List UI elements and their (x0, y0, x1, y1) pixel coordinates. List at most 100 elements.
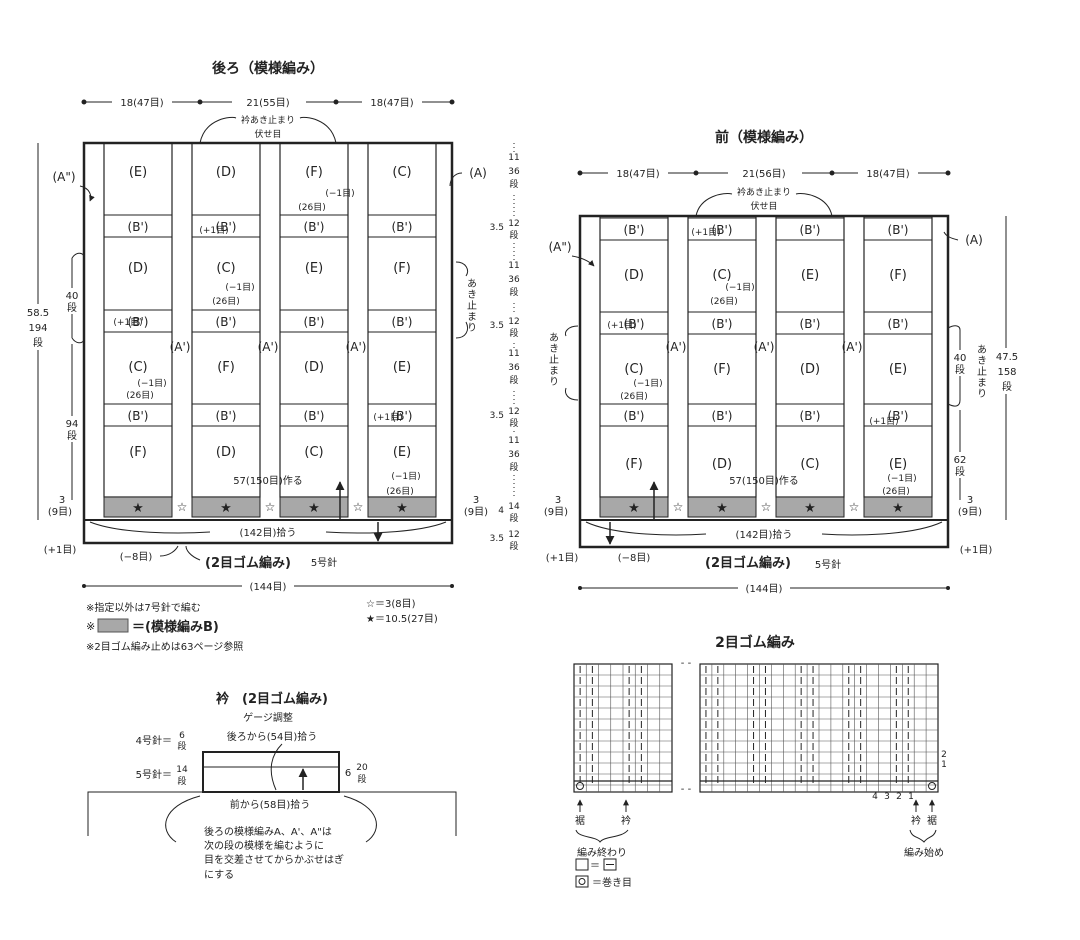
front-shaping-note: (26目) (710, 296, 737, 307)
back-shaping-note: (26目) (386, 486, 413, 497)
collar-note-4: にする (204, 869, 234, 881)
back-pattern-label: (D) (216, 165, 236, 180)
front-b-label: (B') (888, 317, 909, 331)
front-pattern-label: (D) (624, 268, 644, 283)
front-shaping-note: (+1目) (691, 227, 720, 238)
scale-unit: 段 (509, 461, 518, 473)
front-b-label: (B') (712, 409, 733, 423)
back-rib-band (83, 519, 453, 544)
rib-collar-left: 衿 (621, 814, 631, 827)
front-black-star: ★ (628, 501, 640, 516)
front-shaping-note: (−1目) (887, 473, 916, 484)
front-pattern-label: (C) (800, 457, 819, 472)
back-side-left-label: (A") (52, 170, 75, 184)
rib-end-label: 編み終わり (577, 846, 627, 859)
collar-back-pickup: 後ろから(54目)拾う (227, 730, 318, 743)
front-b-label: (B') (800, 223, 821, 237)
scale-unit: 段 (509, 417, 518, 429)
front-column-1 (599, 215, 669, 498)
back-left-94: 94 (66, 419, 79, 430)
collar-needle5: 5号針＝ (136, 768, 172, 781)
note-shade-suffix: ＝(模様編みB) (132, 619, 219, 635)
back-pattern-label: (E) (393, 445, 411, 460)
front-side-right-label: (A) (965, 233, 983, 247)
front-title: 前（模様編み） (715, 129, 813, 146)
front-plus1-right: (+1目) (960, 545, 993, 556)
front-white-star: ☆ (673, 500, 684, 514)
front-pickup: (142目)拾う (736, 528, 793, 541)
front-b-label: (B') (888, 409, 909, 423)
back-left-40: 40 (66, 291, 79, 302)
scale-rows: 36 (508, 450, 520, 460)
scale-cm: 11 (508, 153, 519, 163)
front-black-star: ★ (716, 501, 728, 516)
note-star-white: ☆＝3(8目) (366, 599, 416, 610)
collar-front-pickup: 前から(58目)拾う (230, 798, 311, 811)
front-pattern-label: (E) (801, 268, 819, 283)
rib-col-1: 1 (908, 792, 914, 802)
scale-unit: 段 (509, 327, 518, 339)
svg-text:- -: - - (681, 658, 692, 669)
back-akidomari: あき止まり (465, 278, 477, 333)
scale-rows: 12 (508, 317, 519, 327)
front-b-label: (B') (800, 317, 821, 331)
front-b-label: (B') (624, 223, 645, 237)
back-left-3: 3 (59, 495, 65, 506)
back-side-right-label: (A) (469, 166, 487, 180)
rib-col-3: 3 (884, 792, 890, 802)
scale-unit: 段 (509, 229, 518, 241)
front-b-label: (B') (624, 317, 645, 331)
front-shaping-note: (26目) (620, 391, 647, 402)
back-b-label: (B') (304, 220, 325, 234)
back-b-label: (B') (392, 315, 413, 329)
back-black-star: ★ (132, 501, 144, 516)
front-a1-label-2: (A') (754, 340, 775, 354)
back-shaping-note: (−1目) (325, 188, 354, 199)
back-shaping-note: (+1目) (113, 317, 142, 328)
front-b-label: (B') (888, 223, 909, 237)
back-shaping-note: (−1目) (137, 378, 166, 389)
back-pattern-label: (F) (129, 445, 147, 460)
front-top-dim-center: 21(56目) (742, 169, 785, 180)
front-total-height-cm: 47.5 (996, 352, 1018, 363)
front-cast-on: 57(150目)作る (729, 475, 799, 487)
note-bindoff: ※2目ゴム編み止めは63ページ参照 (86, 640, 243, 653)
scale-unit: 段 (509, 540, 518, 552)
back-neck-note-1: 衿あき止まり (241, 114, 295, 126)
front-plus1-left: (+1目) (546, 553, 579, 564)
back-shaping-note: (26目) (212, 296, 239, 307)
back-pattern-label: (E) (305, 261, 323, 276)
rib-collar-right: 衿 (911, 814, 921, 827)
front-rib-label: (2目ゴム編み) (705, 555, 791, 571)
back-a1-label-2: (A') (258, 340, 279, 354)
rib-row-2: 2 (941, 750, 947, 760)
back-a1-label-1: (A') (170, 340, 191, 354)
front-shaping-note: (−1目) (725, 282, 754, 293)
back-left-94-unit: 段 (67, 429, 77, 442)
back-shaping-note: (+1目) (199, 225, 228, 236)
back-needle5: 5号針 (311, 556, 337, 569)
scale-rows: 12 (508, 530, 519, 540)
back-shaping-note: (+1目) (373, 412, 402, 423)
rib-hem-left: 裾 (575, 814, 585, 827)
collar-height-rows: 20 (356, 763, 368, 773)
back-b-label: (B') (304, 409, 325, 423)
front-total-height-rows: 158 (997, 367, 1016, 378)
front-pattern-label: (E) (889, 457, 907, 472)
front-column-4 (863, 215, 933, 498)
scale-cm: 3.5 (490, 411, 504, 421)
front-right-9st: (9目) (958, 507, 982, 518)
back-pattern-label: (E) (129, 165, 147, 180)
back-pattern-label: (D) (128, 261, 148, 276)
front-minus8: (−8目) (618, 553, 651, 564)
back-a1-label-3: (A') (346, 340, 367, 354)
back-black-star: ★ (308, 501, 320, 516)
front-a1-label-1: (A') (666, 340, 687, 354)
back-plus1: (+1目) (44, 545, 77, 556)
back-b-label: (B') (392, 220, 413, 234)
back-cast-on: 57(150目)作る (233, 475, 303, 487)
scale-cm: 11 (508, 349, 519, 359)
front-pattern-label: (F) (713, 362, 731, 377)
front-neck-note-2: 伏せ目 (750, 200, 777, 212)
